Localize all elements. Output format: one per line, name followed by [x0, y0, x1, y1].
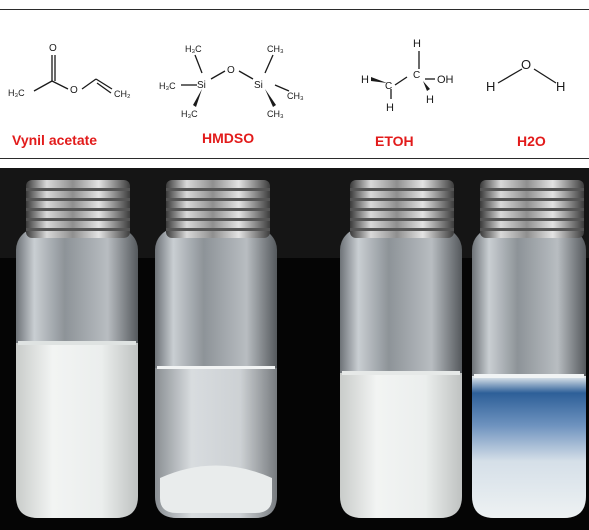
label-hmdso: HMDSO [202, 130, 255, 146]
label-h2o: H2O [517, 133, 546, 149]
vials-photo [0, 168, 589, 530]
ethanol-structure: H H C C OH H H [361, 38, 454, 114]
hm-h3c-tl-text: H₃C [185, 44, 202, 54]
va-o-mid-text: O [70, 85, 78, 96]
vial-ethanol [340, 180, 462, 518]
top-divider [0, 9, 589, 10]
w-o-text: O [521, 57, 531, 72]
hm-h3c-l-text: H₃C [159, 81, 176, 91]
vial-vinyl-acetate [16, 180, 138, 518]
et-h-b1-text: H [386, 102, 394, 114]
hm-si-right-text: Si [254, 80, 263, 91]
hm-ch3-r-text: CH₃ [287, 91, 304, 101]
vials-illustration [0, 168, 589, 530]
et-oh-text: OH [437, 74, 454, 86]
hm-ch3-br-text: CH₃ [267, 109, 284, 119]
w-h-right-text: H [556, 79, 565, 94]
va-o-top-text: O [49, 43, 57, 54]
et-h-top-text: H [413, 38, 421, 50]
vial-water [472, 180, 586, 518]
w-h-left-text: H [486, 79, 495, 94]
chemical-structures-panel: H₃C O O CH₂ Vynil acetate H₃C H₃C H₃C Si… [0, 11, 589, 156]
et-c2-text: C [413, 70, 420, 81]
label-etoh: ETOH [375, 133, 414, 149]
et-h-left-text: H [361, 74, 369, 86]
middle-divider [0, 158, 589, 159]
hm-ch3-tr-text: CH₃ [267, 44, 284, 54]
hm-h3c-bl-text: H₃C [181, 109, 198, 119]
vinyl-acetate-structure: H₃C O O CH₂ [8, 43, 131, 99]
vial-hmdso [155, 180, 277, 518]
va-h3c-text: H₃C [8, 88, 25, 98]
water-structure: H O H [486, 57, 565, 94]
et-c1-text: C [385, 81, 392, 92]
label-vinyl-acetate: Vynil acetate [12, 132, 98, 148]
et-h-b2-text: H [426, 94, 434, 106]
va-ch2-text: CH₂ [114, 89, 131, 99]
hm-o-text: O [227, 65, 235, 76]
hm-si-left-text: Si [197, 80, 206, 91]
hmdso-structure: H₃C H₃C H₃C Si O Si CH₃ CH₃ CH₃ [159, 44, 304, 119]
